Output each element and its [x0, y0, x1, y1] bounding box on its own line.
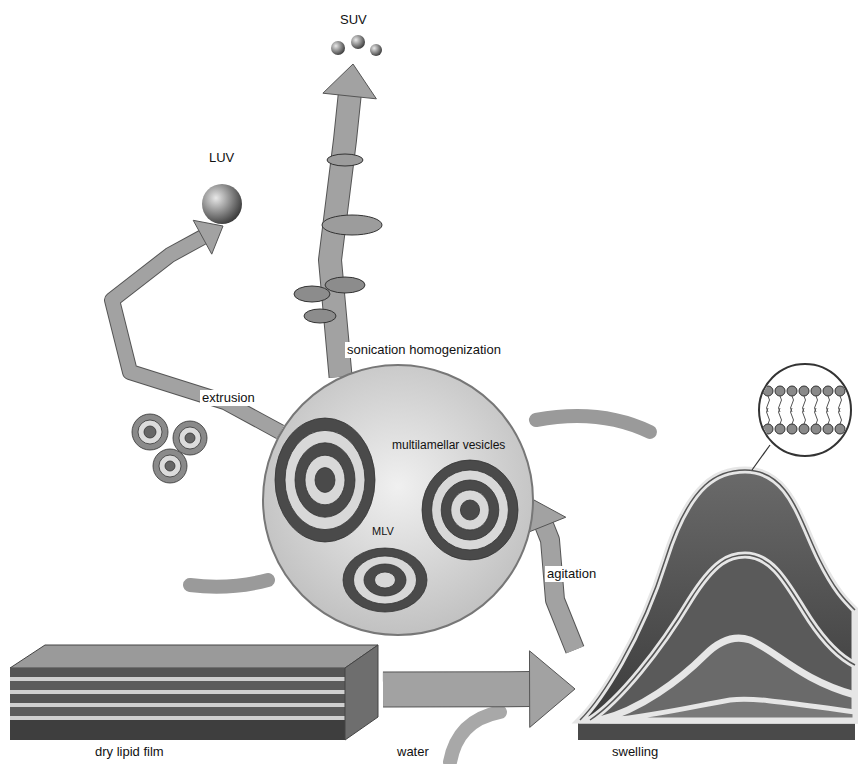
swelling-stage: swelling [575, 470, 855, 760]
circle-outline [262, 364, 534, 636]
mlv-circle: multilamellar vesiclesMLV [262, 364, 534, 636]
multilamellar-vesicle [343, 548, 427, 612]
bilayer-disks [294, 154, 382, 323]
lipid-film: dry lipid film [5, 632, 383, 760]
edge-label: water [395, 744, 431, 760]
edge-label: agitation [545, 566, 598, 582]
edge-label: sonication homogenization [345, 342, 503, 358]
multilamellar-vesicle [422, 460, 518, 560]
edge-label: extrusion [200, 390, 257, 406]
bilayer-inset [752, 364, 851, 470]
lipid-film-stack [10, 645, 378, 740]
suv-vesicles: SUV [318, 12, 388, 64]
suv-spheres [331, 35, 382, 56]
water-arrow [450, 712, 500, 762]
node-label: LUV [209, 150, 234, 166]
node-label: dry lipid film [95, 744, 164, 760]
node-label: SUV [340, 12, 367, 28]
node-label: MLV [372, 525, 394, 538]
small-multilamellar-vesicles [132, 414, 207, 483]
multilamellar-vesicle [275, 418, 375, 542]
swelling-layers [578, 470, 855, 740]
flow-arrow [383, 651, 575, 728]
luv-vesicle: LUV [196, 150, 250, 226]
node-label: multilamellar vesicles [392, 438, 505, 452]
luv-sphere [202, 184, 242, 224]
node-label: swelling [612, 744, 658, 760]
flow-arrow [112, 220, 280, 432]
